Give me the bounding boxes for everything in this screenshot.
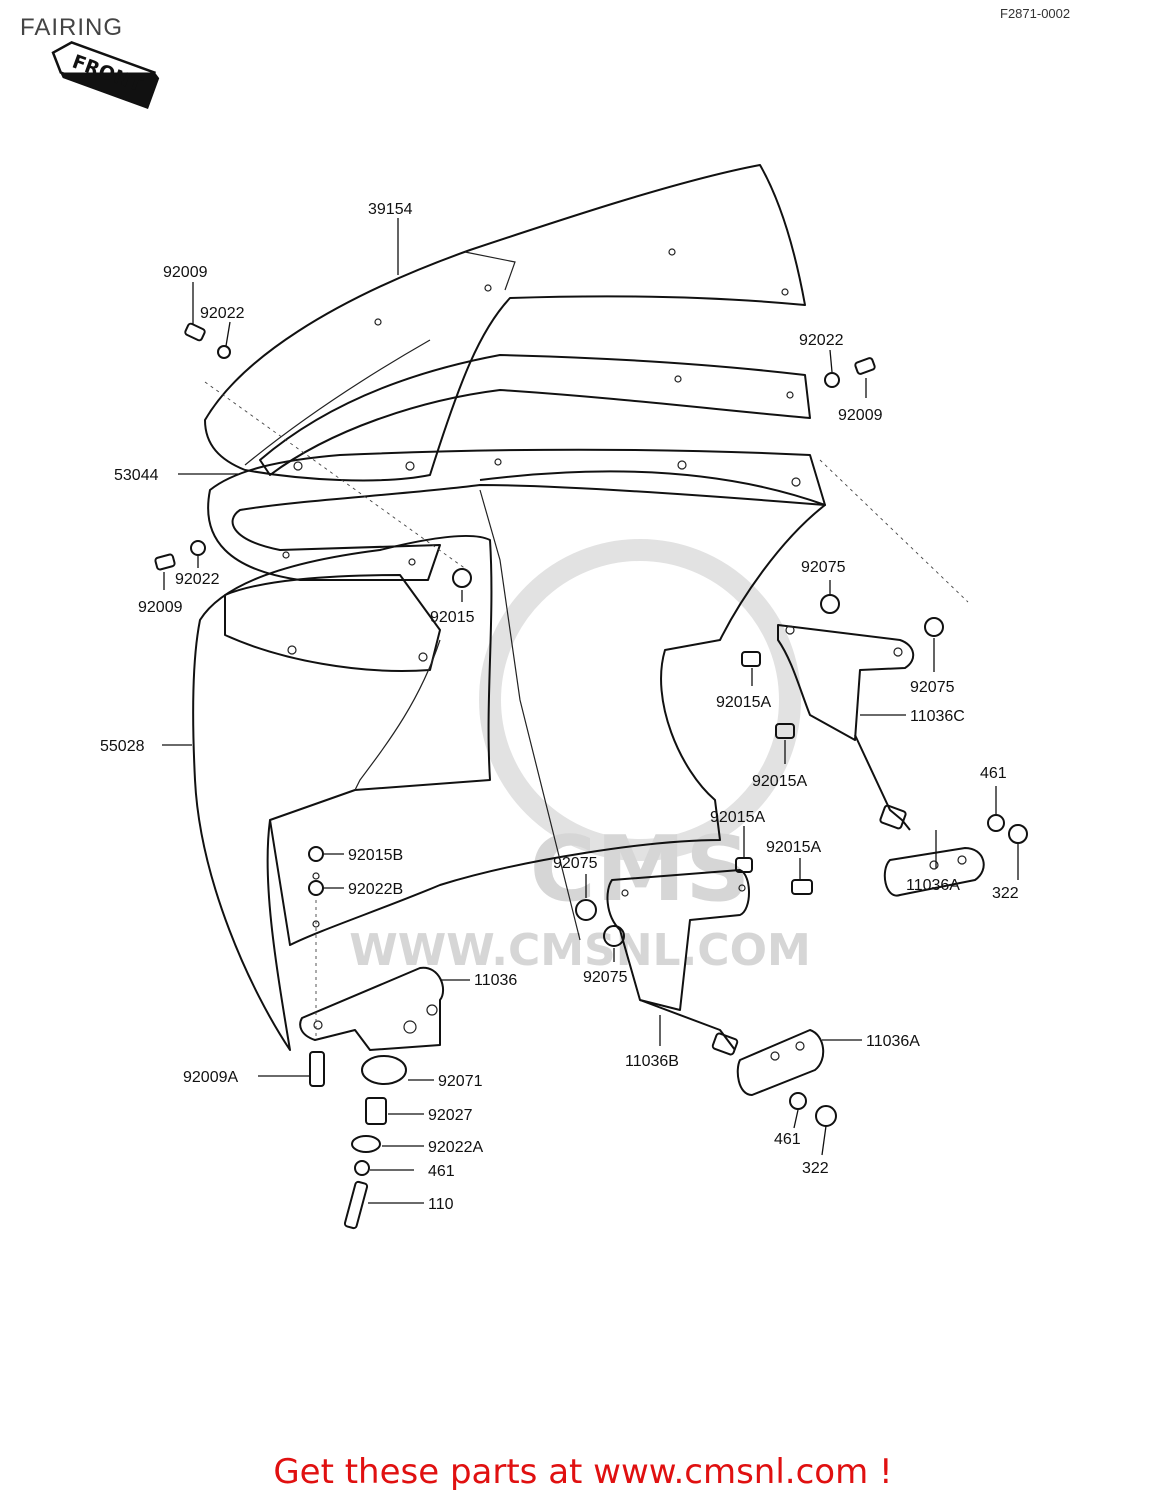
bracket-11036B	[606, 869, 750, 1051]
part-label: 92075	[553, 855, 598, 872]
part-label: 11036	[474, 972, 517, 989]
part-label: 92075	[583, 969, 628, 986]
watermark: CMS WWW.CMSNL.COM	[349, 539, 811, 976]
part-label: 11036A	[866, 1033, 920, 1050]
part-label: 92009	[838, 407, 883, 424]
bracket-11036A-upper	[883, 847, 985, 897]
trim-rail-upper	[259, 354, 811, 476]
part-label: 53044	[114, 467, 159, 484]
part-label: 92022	[799, 332, 844, 349]
part-label: 92015A	[716, 694, 771, 711]
part-label: 92027	[428, 1107, 473, 1124]
part-label: 39154	[368, 201, 413, 218]
front-arrow: FRONT	[51, 41, 160, 110]
part-label: 11036A	[906, 877, 960, 894]
part-label: 11036C	[910, 708, 965, 725]
bracket-11036C	[777, 624, 915, 831]
part-label: 92075	[801, 559, 846, 576]
part-label: 92009	[138, 599, 183, 616]
fairing-cowl-55028	[192, 470, 826, 1051]
part-label: 110	[428, 1196, 454, 1213]
part-label: 92009	[163, 264, 208, 281]
part-label: 92015	[430, 609, 475, 626]
windshield-39154	[204, 164, 806, 482]
part-label: 322	[802, 1160, 829, 1177]
part-label: 11036B	[625, 1053, 679, 1070]
part-label: 92015A	[710, 809, 765, 826]
part-labels: 39154 92009 92022 92022 92009 53044 9202…	[100, 201, 1019, 1213]
part-label: 92022A	[428, 1139, 483, 1156]
part-label: 92015A	[766, 839, 821, 856]
guide-line	[819, 459, 969, 603]
part-label: 461	[428, 1163, 455, 1180]
part-label: 92022B	[348, 881, 403, 898]
bracket-11036	[299, 966, 445, 1051]
part-label: 92009A	[183, 1069, 238, 1086]
part-label: 92071	[438, 1073, 483, 1090]
trim-53044	[207, 448, 826, 581]
guide-line	[204, 381, 471, 573]
part-label: 92022	[175, 571, 220, 588]
leader-lines	[162, 218, 1019, 1204]
figure-code: F2871-0002	[1000, 6, 1071, 21]
part-label: 92015B	[348, 847, 403, 864]
bracket-11036A-lower	[736, 1029, 825, 1096]
part-label: 92022	[200, 305, 245, 322]
part-label: 55028	[100, 738, 145, 755]
footer-promo-text[interactable]: Get these parts at www.cmsnl.com !	[273, 1452, 893, 1492]
watermark-logo-text: CMS	[530, 817, 750, 922]
diagram-title: FAIRING	[20, 14, 124, 41]
part-label: 92075	[910, 679, 955, 696]
part-label: 461	[980, 765, 1007, 782]
part-label: 461	[774, 1131, 801, 1148]
part-label: 92015A	[752, 773, 807, 790]
part-label: 322	[992, 885, 1019, 902]
hardware	[154, 322, 1028, 1230]
